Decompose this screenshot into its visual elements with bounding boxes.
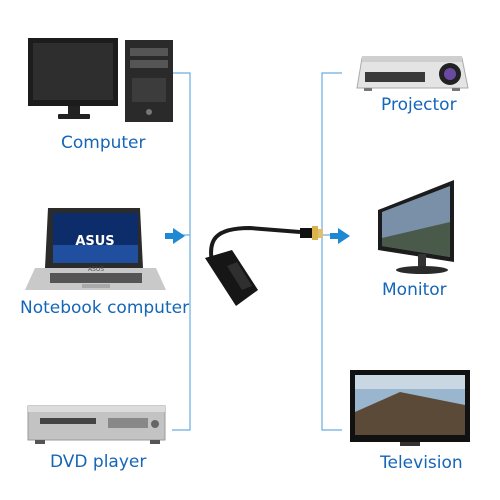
laptop-screen-brand: ASUS [75,234,114,249]
mini-displayport-to-hdmi-adapter-icon [205,225,323,306]
output-arrow-icon [330,228,350,244]
label-computer: Computer [61,133,146,153]
desktop-computer-icon [28,38,173,122]
input-arrow-icon [165,228,185,244]
monitor-icon [378,180,454,274]
label-monitor: Monitor [382,280,447,300]
television-icon [350,370,470,446]
label-notebook-computer: Notebook computer [20,298,190,318]
projector-icon [356,56,469,91]
label-projector: Projector [381,95,457,115]
laptop-base-brand: ASUS [88,266,104,273]
label-dvd-player: DVD player [50,452,147,472]
dvd-player-icon [27,405,166,444]
connector-lines [172,72,342,431]
laptop-icon [25,208,166,290]
label-television: Television [380,453,463,473]
